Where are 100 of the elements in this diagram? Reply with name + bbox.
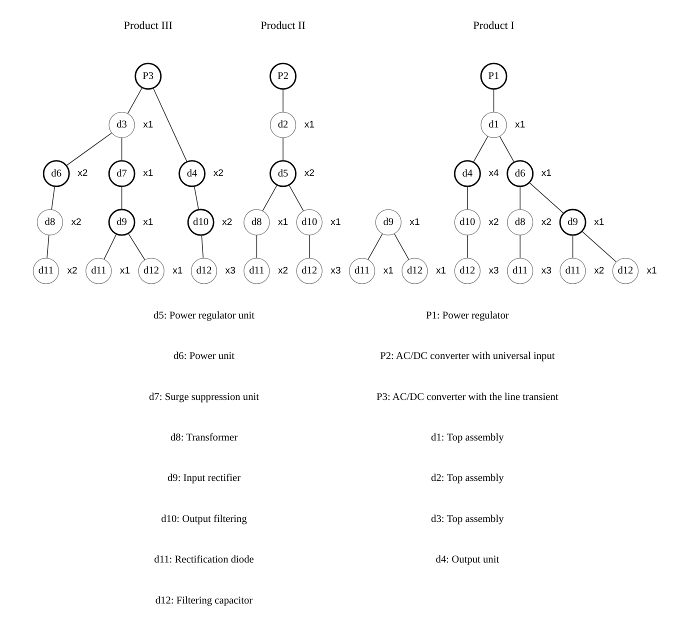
label: P2: AC/DC converter with universal input xyxy=(380,351,555,362)
node-circle: P2 xyxy=(270,62,297,90)
connector xyxy=(520,186,521,210)
node-circle: d5 xyxy=(270,160,297,188)
node-label: x1 xyxy=(143,119,154,130)
node-label: x1 xyxy=(143,168,154,180)
node-circle: d6 xyxy=(42,160,70,188)
connector xyxy=(528,182,564,214)
connector xyxy=(66,132,112,166)
connector xyxy=(368,233,383,260)
node-circle: d8 xyxy=(244,209,270,236)
connector xyxy=(121,137,122,161)
label: d1: Top assembly xyxy=(431,432,504,444)
connector xyxy=(262,184,278,212)
node-circle: d7 xyxy=(108,160,136,188)
node-label: x2 xyxy=(541,216,552,228)
connector xyxy=(46,234,50,258)
node-circle: d11 xyxy=(244,258,270,284)
node-label: x1 xyxy=(330,216,341,228)
node-circle: d9 xyxy=(108,208,136,236)
node-circle: d12 xyxy=(138,258,164,284)
connector xyxy=(121,186,122,210)
node-circle: d4 xyxy=(178,160,206,188)
label: P1: Power regulator xyxy=(426,310,509,322)
node-circle: d8 xyxy=(36,209,64,236)
node-circle: P1 xyxy=(480,62,508,90)
label: d2: Top assembly xyxy=(431,473,504,484)
node-label: x1 xyxy=(304,119,314,130)
node-label: x1 xyxy=(172,265,183,276)
label: d10: Output filtering xyxy=(161,514,247,525)
connector xyxy=(282,137,284,161)
node-label: x2 xyxy=(488,216,499,228)
label: Product III xyxy=(124,20,172,32)
node-label: x4 xyxy=(488,168,499,180)
label: d5: Power regulator unit xyxy=(154,310,255,322)
node-circle: d12 xyxy=(296,258,322,284)
node-circle: d11 xyxy=(86,258,112,284)
label: P3: AC/DC converter with the line transient xyxy=(376,392,558,403)
node-label: x1 xyxy=(383,265,394,276)
connector xyxy=(128,233,146,260)
node-circle: d10 xyxy=(296,209,322,236)
connector xyxy=(51,186,56,210)
node-label: x2 xyxy=(71,216,82,228)
connector xyxy=(308,234,310,258)
node-label: x1 xyxy=(436,265,446,276)
node-label: x2 xyxy=(278,265,288,276)
node-label: x1 xyxy=(278,216,288,228)
connector xyxy=(152,88,188,162)
connector xyxy=(467,186,468,210)
node-circle: d9 xyxy=(375,209,402,236)
node-label: x2 xyxy=(222,216,232,228)
connector xyxy=(201,234,204,258)
node-label: x2 xyxy=(594,265,604,276)
connector xyxy=(493,88,494,112)
node-circle: d4 xyxy=(454,160,481,188)
label: d7: Surge suppression unit xyxy=(149,392,260,403)
node-circle: d6 xyxy=(506,160,534,188)
node-circle: d11 xyxy=(32,258,60,284)
node-circle: d11 xyxy=(348,258,376,284)
connector xyxy=(256,234,258,258)
connector xyxy=(472,136,488,163)
node-label: x1 xyxy=(120,265,130,276)
node-circle: d10 xyxy=(454,209,481,236)
node-label: x2 xyxy=(213,168,224,180)
label: d9: Input rectifier xyxy=(167,473,241,484)
node-label: x1 xyxy=(646,265,657,276)
label: d11: Rectification diode xyxy=(154,554,254,566)
node-label: x1 xyxy=(541,168,552,180)
node-label: x1 xyxy=(515,119,526,130)
node-label: x3 xyxy=(488,265,499,276)
connector xyxy=(127,87,143,114)
label: d6: Power unit xyxy=(174,351,235,362)
node-circle: d12 xyxy=(454,258,481,284)
node-circle: d11 xyxy=(560,258,586,284)
node-label: x2 xyxy=(67,265,78,276)
connector xyxy=(572,234,574,258)
node-label: x3 xyxy=(330,265,341,276)
node-circle: d8 xyxy=(507,209,534,236)
node-circle: d12 xyxy=(402,258,428,284)
node-circle: d3 xyxy=(108,112,135,138)
node-circle: d11 xyxy=(507,258,534,284)
node-circle: P3 xyxy=(134,62,162,90)
label: Product II xyxy=(260,20,306,32)
node-label: x1 xyxy=(143,216,154,228)
node-circle: d10 xyxy=(187,208,214,236)
label: Product I xyxy=(473,20,514,32)
connector xyxy=(467,234,468,258)
connector xyxy=(194,186,199,210)
node-label: x3 xyxy=(225,265,236,276)
label: d4: Output unit xyxy=(436,554,500,566)
node-label: x2 xyxy=(78,168,88,180)
node-circle: d12 xyxy=(190,258,218,284)
connector xyxy=(499,136,515,163)
connector xyxy=(582,230,616,262)
node-label: x2 xyxy=(304,168,314,180)
connector xyxy=(104,234,117,260)
connector xyxy=(520,234,521,258)
node-label: x1 xyxy=(594,216,604,228)
node-circle: d1 xyxy=(480,112,507,138)
node-label: x3 xyxy=(541,265,552,276)
